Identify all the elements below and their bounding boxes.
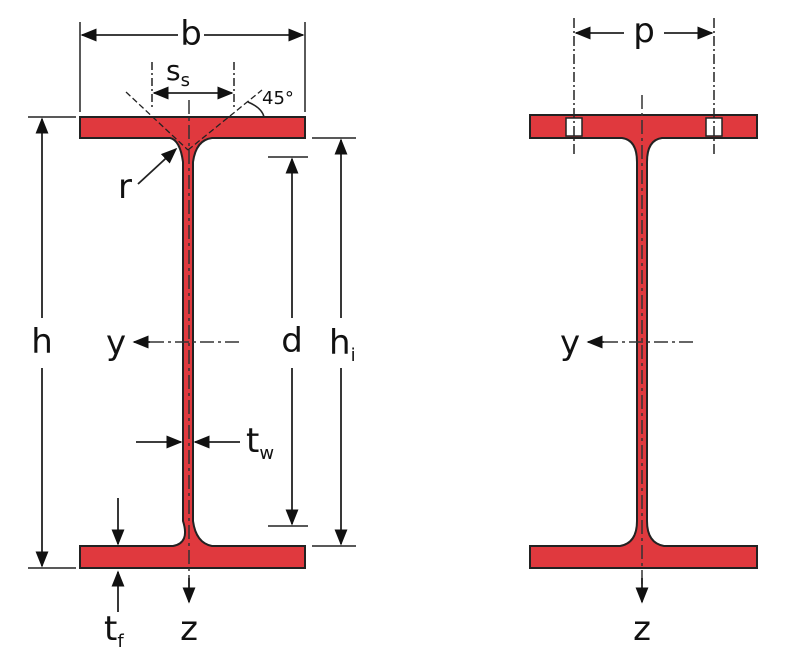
right-45-line xyxy=(187,89,263,151)
label-tw: tw xyxy=(246,421,274,464)
angle-arc xyxy=(247,101,265,118)
right-i-beam-section: p y z xyxy=(529,11,758,649)
left-45-line xyxy=(125,91,189,151)
label-b: b xyxy=(180,14,202,54)
label-hi: hi xyxy=(329,323,356,366)
label-h: h xyxy=(31,322,53,362)
label-p: p xyxy=(633,11,655,51)
label-angle: 45° xyxy=(262,88,294,109)
left-beam-shape xyxy=(79,116,306,569)
label-z-left: z xyxy=(180,609,198,649)
label-y: y xyxy=(106,323,126,363)
label-y-right: y xyxy=(560,323,580,363)
left-i-beam-section: b ss 45° r h y d hi xyxy=(28,14,356,652)
r-pointer-arrow xyxy=(137,147,178,185)
label-s: ss xyxy=(166,54,190,91)
label-d: d xyxy=(281,321,303,361)
label-z-right: z xyxy=(633,609,651,649)
label-r: r xyxy=(118,167,132,207)
right-beam-shape xyxy=(529,114,758,569)
label-tf: tf xyxy=(104,609,124,652)
